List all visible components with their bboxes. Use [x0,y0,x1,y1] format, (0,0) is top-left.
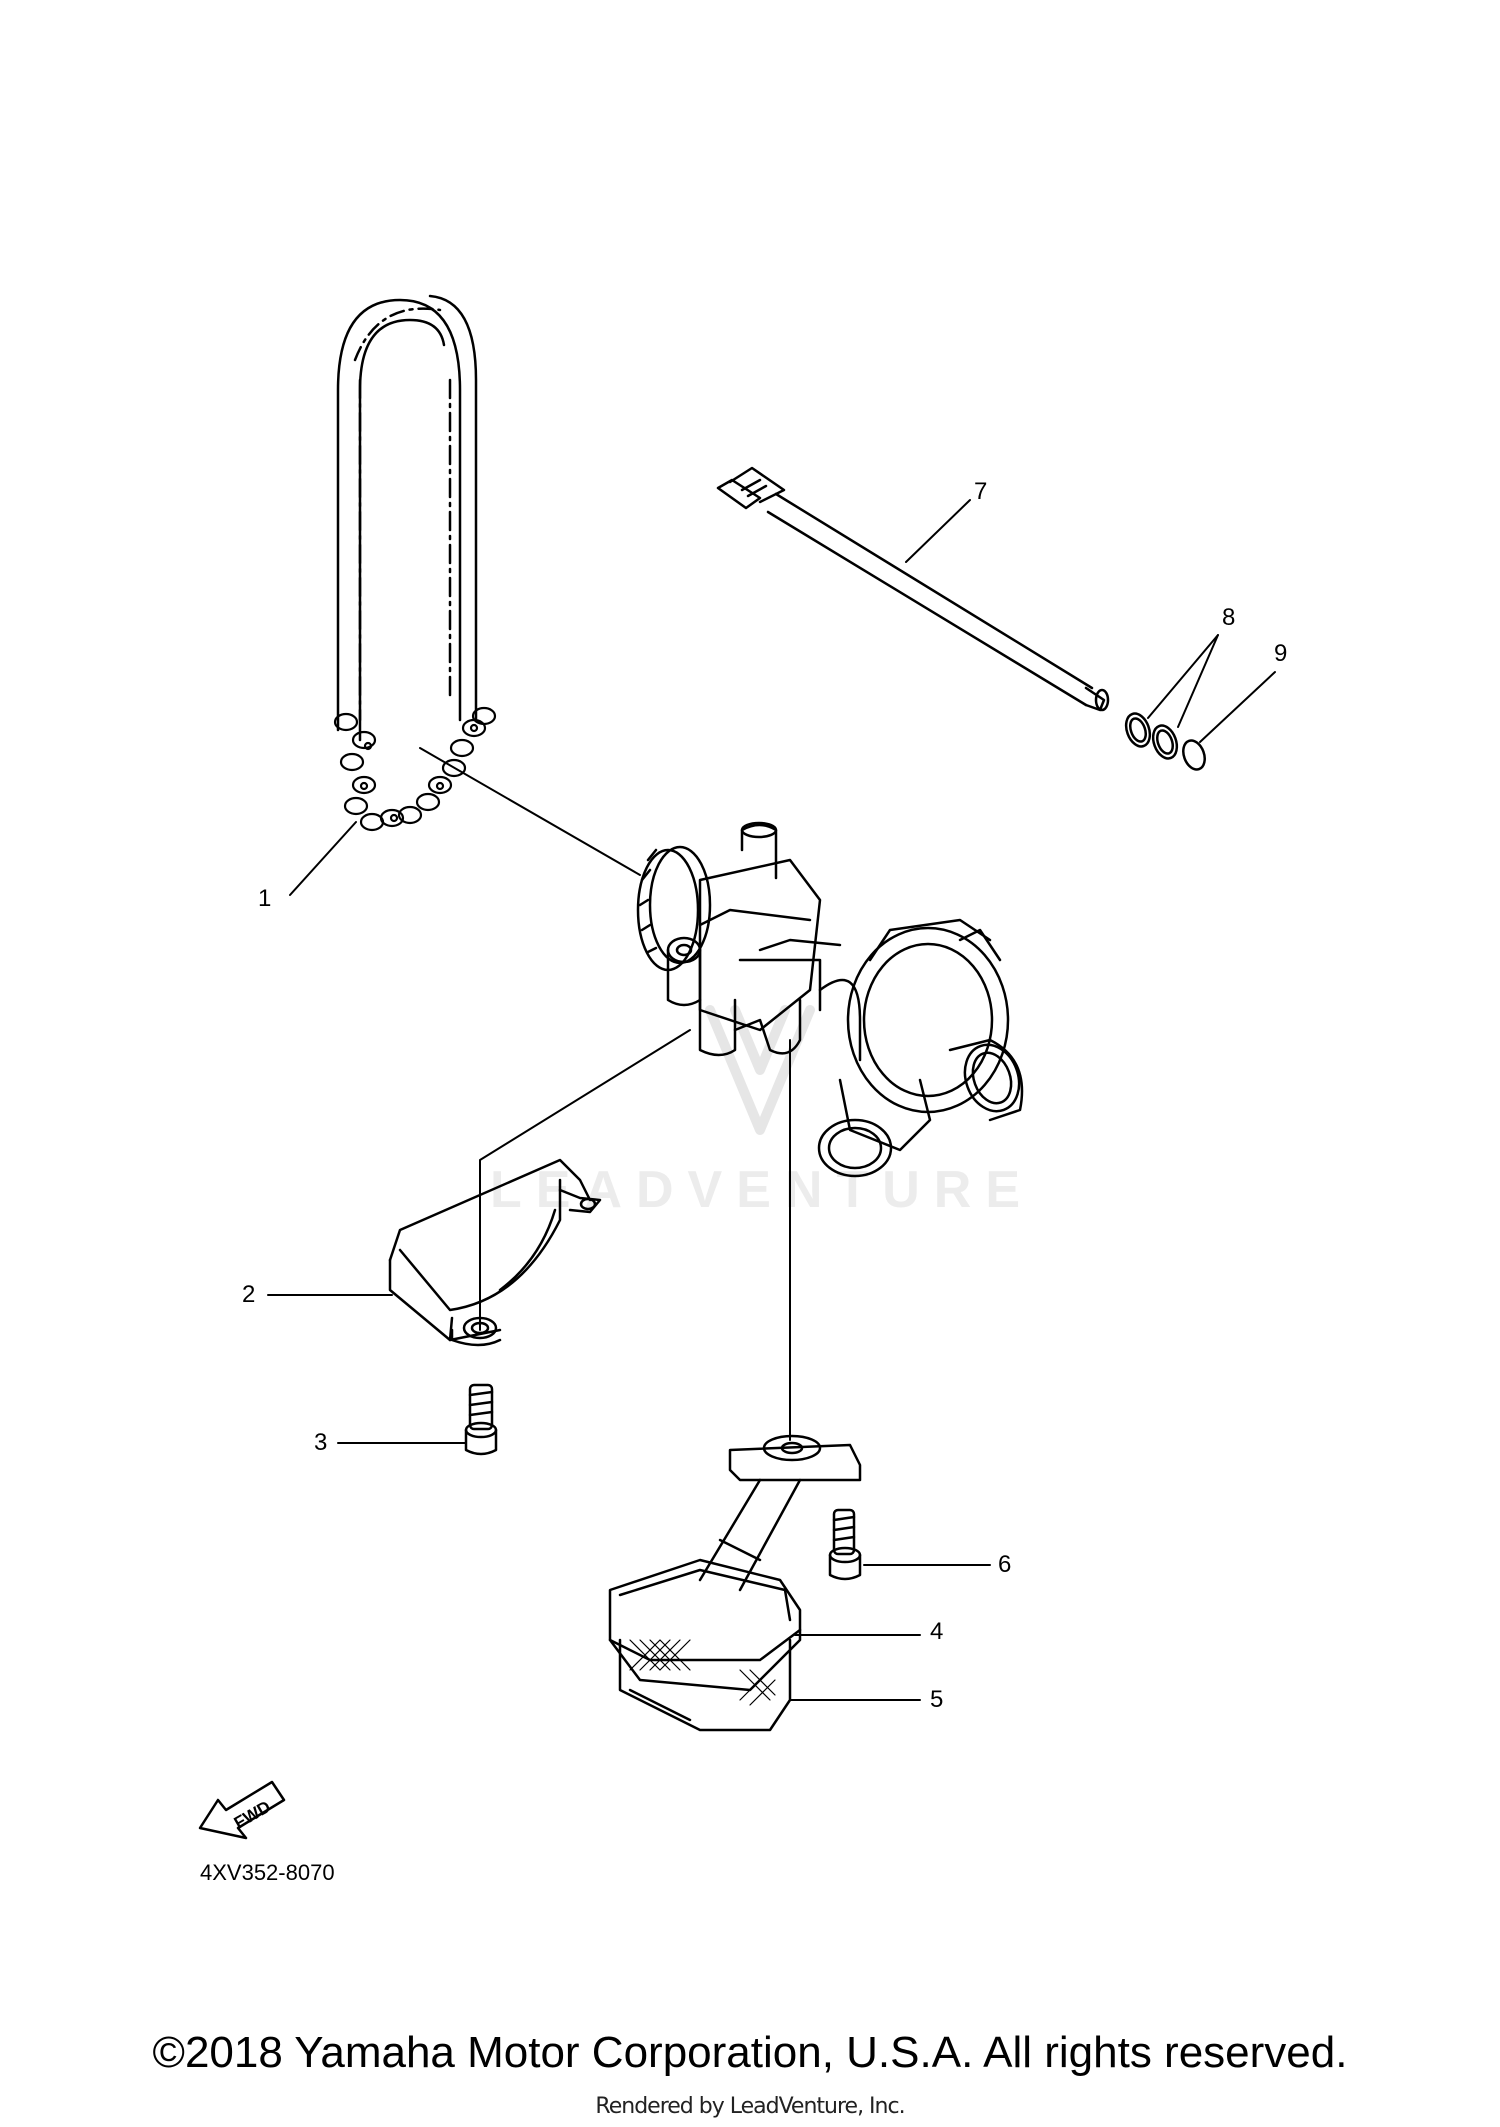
diagram-part-code: 4XV352-8070 [200,1860,335,1885]
callout-6: 6 [998,1551,1012,1578]
copyright-notice: ©2018 Yamaha Motor Corporation, U.S.A. A… [152,2028,1348,2077]
o-rings [1124,712,1206,771]
oil-strainer [608,1434,862,1732]
callout-1: 1 [258,885,272,912]
oil-pump-assembly [636,821,1024,1178]
pump-cover [388,1158,602,1347]
watermark-text: LEADVENTURE [490,1161,1035,1219]
callout-2: 2 [242,1281,256,1308]
callout-5: 5 [930,1686,944,1713]
bolt-3 [464,1383,498,1456]
drive-chain [333,294,497,832]
bolt-6 [828,1508,862,1581]
pump-shaft [716,466,1110,712]
leader-lines [267,499,1276,1701]
callout-8: 8 [1222,604,1236,631]
callout-7: 7 [974,478,988,505]
callout-4: 4 [930,1618,944,1645]
watermark-logo [705,1005,815,1135]
callout-3: 3 [314,1429,328,1456]
rendered-by-notice: Rendered by LeadVenture, Inc. [595,2094,905,2119]
connector-lines [419,747,791,1441]
fwd-arrow-icon [198,1780,286,1840]
callout-9: 9 [1274,640,1288,667]
